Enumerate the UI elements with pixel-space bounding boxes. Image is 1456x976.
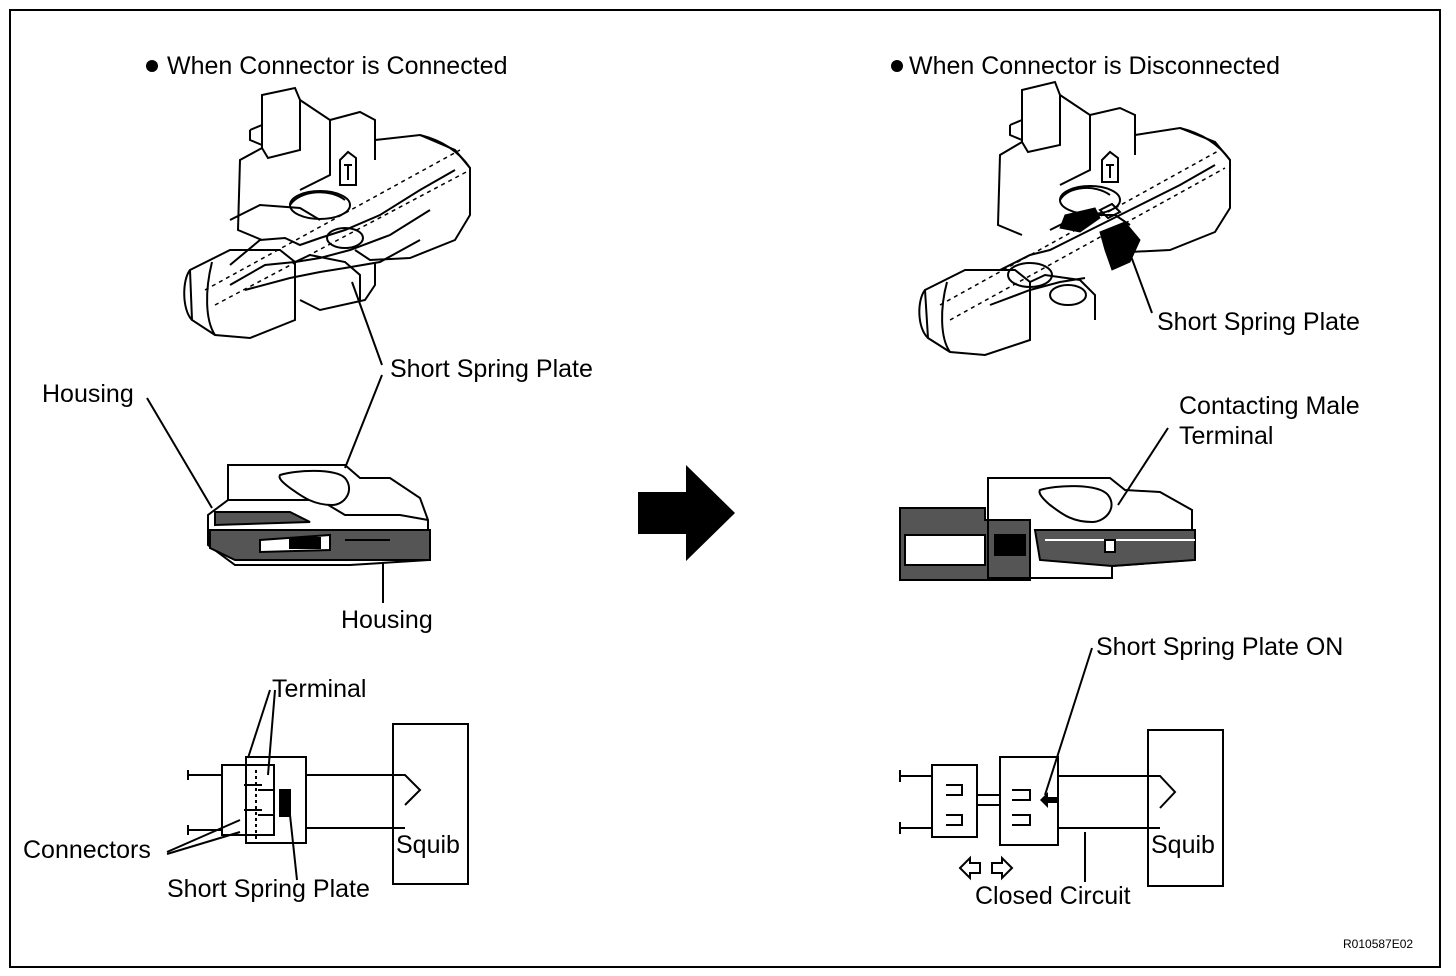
short-spring-plate-label: Short Spring Plate — [1157, 308, 1360, 336]
short-spring-plate-label: Short Spring Plate — [390, 355, 593, 383]
squib-box — [1147, 729, 1224, 887]
leader-lines — [146, 247, 1169, 882]
squib-label: Squib — [1151, 831, 1215, 859]
connected-connector-illustration — [183, 86, 471, 340]
connected-connector-guides — [204, 149, 471, 306]
right-arrow-icon — [638, 465, 735, 561]
contacting-male-terminal-label: Contacting Male Terminal — [1179, 392, 1360, 450]
closed-circuit-label: Closed Circuit — [975, 882, 1131, 910]
disconnected-circuit — [899, 729, 1224, 887]
short-spring-plate-highlight — [1059, 207, 1141, 271]
short-spring-plate-label: Short Spring Plate — [167, 875, 370, 903]
housing-label: Housing — [42, 380, 134, 408]
terminal-label: Terminal — [272, 675, 367, 703]
short-spring-plate-on-marker — [1040, 792, 1058, 808]
squib-label: Squib — [396, 831, 460, 859]
connected-circuit — [187, 723, 469, 885]
bullet-icon — [891, 60, 903, 72]
bullet-icon — [146, 60, 158, 72]
short-spring-plate-on-label: Short Spring Plate ON — [1096, 633, 1344, 661]
disconnected-heading: When Connector is Disconnected — [909, 52, 1281, 80]
figure-frame — [9, 9, 1441, 968]
disconnected-cross-section — [899, 477, 1196, 581]
double-arrow-icon — [958, 855, 1014, 881]
connected-heading: When Connector is Connected — [167, 52, 508, 80]
housing-label: Housing — [341, 606, 433, 634]
disconnected-connector-illustration — [918, 80, 1231, 357]
disconnected-connector-guides — [939, 149, 1226, 321]
connected-cross-section — [207, 464, 431, 566]
connectors-label: Connectors — [23, 836, 151, 864]
figure-code: R010587E02 — [1343, 937, 1414, 951]
squib-box — [392, 723, 469, 885]
